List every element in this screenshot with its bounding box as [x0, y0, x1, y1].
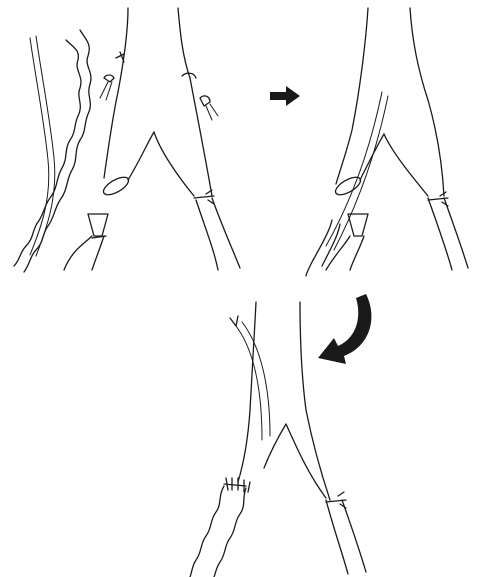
panel-3 — [190, 302, 366, 577]
panel-2 — [306, 8, 468, 276]
bifurcation-vessel-1 — [100, 8, 240, 270]
arrow-curved — [318, 294, 371, 364]
anastomosis-sutures — [224, 478, 250, 492]
panel-1 — [14, 8, 240, 272]
graft-stump-1 — [64, 214, 108, 270]
arrow-right — [270, 86, 300, 106]
vein-graft-attached — [190, 486, 246, 577]
instrument-shaft-3 — [230, 316, 270, 440]
vein-graft-strand — [14, 30, 91, 272]
instrument-shaft — [326, 92, 388, 250]
